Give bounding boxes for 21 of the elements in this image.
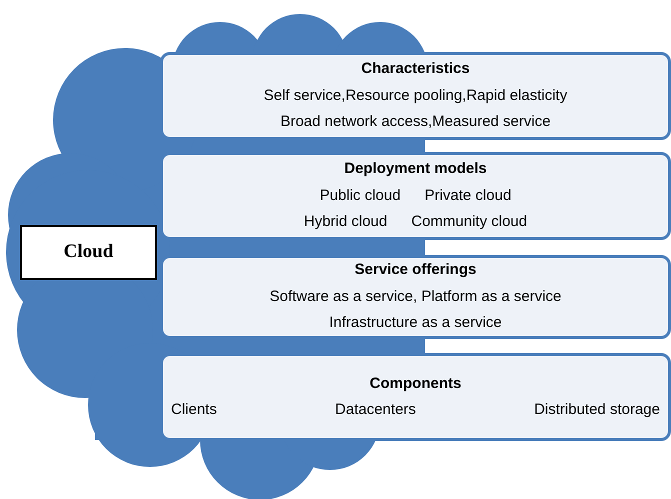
label-box: [20, 225, 157, 280]
panel-item: Public cloud: [320, 186, 401, 206]
panel-heading: Characteristics: [361, 60, 470, 78]
panel-heading: Deployment models: [344, 160, 487, 178]
panel-item: Hybrid cloud: [304, 212, 388, 232]
category-panel: [160, 353, 671, 441]
panel-item: Private cloud: [424, 186, 512, 206]
panel-item: Clients: [171, 400, 217, 420]
panel-heading: Service offerings: [354, 261, 476, 278]
category-panel: [160, 255, 671, 339]
panel-item: Infrastructure as a service: [329, 313, 502, 334]
panel-item: Broad network access,Measured service: [280, 112, 551, 132]
panel-item: Software as a service, Platform as a service: [270, 286, 562, 307]
category-panel: [160, 152, 671, 240]
panel-item: Community cloud: [411, 212, 528, 232]
title-text: Cloud: [64, 240, 114, 264]
panel-item: Distributed storage: [534, 400, 660, 420]
panel-item: Datacenters: [335, 400, 416, 420]
category-panel: [160, 52, 671, 140]
panel-item: Self service,Resource pooling,Rapid elasticity: [264, 86, 568, 106]
panel-heading: Components: [370, 374, 462, 392]
